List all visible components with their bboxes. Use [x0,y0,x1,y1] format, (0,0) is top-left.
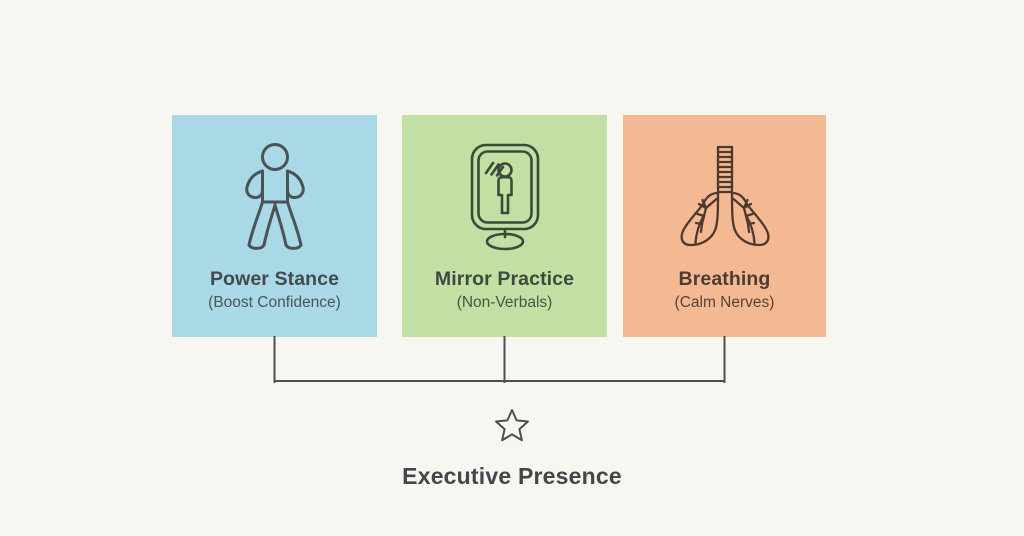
card-subtitle: (Non-Verbals) [456,293,553,311]
card-mirror-practice[interactable]: Mirror Practice (Non-Verbals) [402,115,607,337]
footer-outcome: Executive Presence [0,405,1024,490]
power-stance-figure-icon [229,141,321,253]
mirror-icon [462,141,548,253]
card-breathing[interactable]: Breathing (Calm Nerves) [623,115,826,337]
lungs-icon [669,141,781,253]
star-outline-icon [492,405,532,445]
card-title: Mirror Practice [434,268,575,290]
card-title: Breathing [678,268,771,290]
card-subtitle: (Calm Nerves) [674,293,775,311]
footer-label: Executive Presence [402,463,622,489]
card-power-stance[interactable]: Power Stance (Boost Confidence) [172,115,377,337]
card-subtitle: (Boost Confidence) [208,293,341,311]
card-title: Power Stance [209,268,340,290]
